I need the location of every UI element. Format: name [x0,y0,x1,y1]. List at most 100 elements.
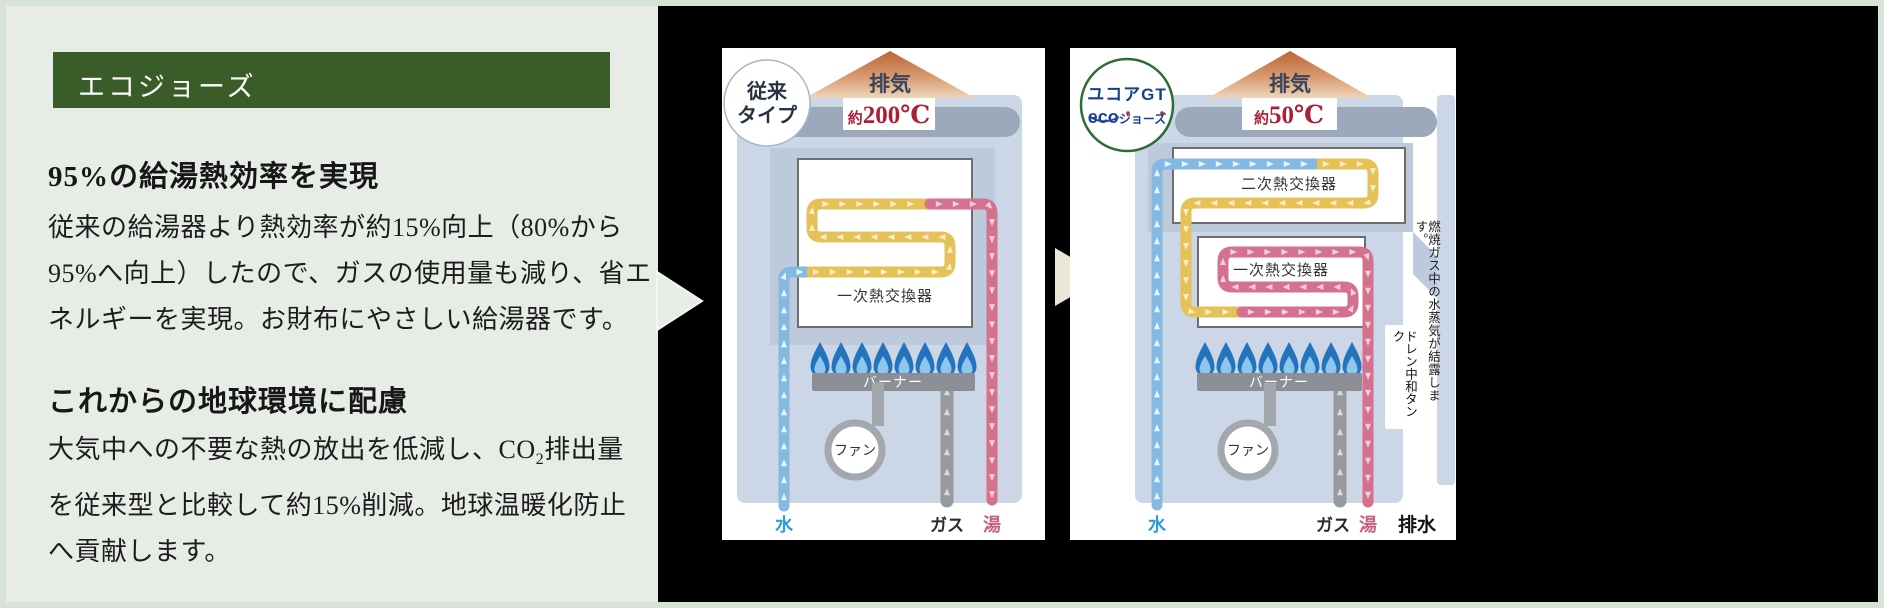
exhaust-arrow-icon [1208,51,1372,98]
flow-arrow-icon [1183,225,1189,233]
gas-inlet-label: ガス [930,516,964,535]
environment-line-1: 大気中への不要な熱の放出を低減し、CO2排出量 [48,427,626,483]
flow-arrow-icon [1315,249,1323,255]
flow-arrow-icon [1365,474,1371,482]
flow-arrow-icon [1316,284,1324,291]
flow-arrow-icon [1187,307,1196,314]
flow-arrow-icon [1230,249,1238,255]
flow-arrow-icon [989,423,995,431]
flow-arrow-icon [1365,338,1371,346]
flow-arrow-icon [1232,161,1240,167]
flow-arrow-icon [944,448,950,456]
flow-arrow-icon [1154,220,1160,228]
burner-bar [812,373,975,391]
water-inlet-label: 水 [1148,514,1167,535]
flow-arrow-icon [1365,440,1371,448]
flow-arrow-icon [989,270,995,278]
flow-arrow-icon [1356,161,1364,167]
flow-arrow-icon [781,374,788,382]
exhaust-temp: 約50℃ [1254,102,1324,129]
flow-arrow-icon [1154,186,1160,194]
exhaust-temp-box [843,98,935,130]
flow-arrow-icon [1154,424,1161,432]
primary-hx-box [797,158,973,328]
environment-heading: これからの地球環境に配慮 [48,386,409,418]
flow-arrow-icon [1247,249,1255,255]
flow-arrow-icon [1154,390,1161,398]
flow-arrow-icon [1337,388,1343,396]
flow-arrow-icon [944,468,950,476]
flow-arrow-icon [1183,276,1189,284]
flow-arrow-icon [1337,468,1343,476]
flow-arrow-icon [1281,249,1289,255]
flow-arrow-icon [1210,200,1218,206]
drain-tank-label: ドレン中和タンク [1390,330,1418,418]
flow-arrow-icon [1183,293,1189,301]
flow-arrow-icon [781,408,788,416]
exhaust-temp-approx: 約 [848,109,863,127]
secondary-hx-label: 二次熱交換器 [1241,175,1337,193]
flow-arrow-icon [944,408,950,416]
flow-arrow-icon [989,474,995,482]
flow-arrow-icon [1154,169,1160,177]
flow-arrow-icon [781,476,788,484]
diagram-eco-card: 排気 約50℃ 二次熱交換器 一次熱交換器 バーナー [1070,48,1456,540]
environment-line-1-post: 排出量 [544,435,624,464]
water-inlet-label: 水 [775,514,794,535]
flow-arrow-icon [829,269,837,275]
panel-to-diagram-arrow-icon [656,270,704,332]
flow-arrow-icon [1265,284,1273,290]
conventional-badge-line1: 従来 [746,79,788,103]
environment-line-3: へ貢献します。 [48,537,231,567]
flow-arrow-icon [1346,200,1354,207]
efficiency-line-1: 従来の給湯器より熱効率が約15%向上（80%から [48,213,623,242]
flow-arrow-icon [989,304,995,312]
flow-arrow-icon [989,389,995,397]
flow-arrow-icon [1154,271,1161,279]
flow-arrow-icon [1363,199,1371,205]
flow-arrow-icon [1154,305,1161,313]
flow-arrow-icon [944,388,950,396]
flow-arrow-icon [989,457,995,465]
flow-arrow-icon [969,201,977,207]
flow-arrow-icon [781,459,788,467]
panel-header-label: エコジョーズ [78,72,257,102]
burner-label: バーナー [1249,374,1309,390]
environment-line-2: を従来型と比較して約15%削減。地球温暖化防止 [48,491,627,521]
flow-arrow-icon [1337,448,1343,456]
flow-arrow-icon [1249,161,1257,167]
flow-arrow-icon [812,269,820,275]
flow-arrow-icon [856,201,864,207]
flow-arrow-icon [989,491,995,499]
flow-arrow-icon [1365,389,1371,397]
gas-inlet-label: ガス [1316,516,1350,535]
flow-arrow-icon [1332,249,1340,255]
flow-arrow-icon [781,391,788,399]
flow-arrow-icon [887,234,895,240]
eco-badge [1079,57,1175,153]
flow-arrow-icon [1264,309,1272,315]
exhaust-label: 排気 [1269,72,1311,96]
drain-outlet-label: 排水 [1398,513,1437,536]
flow-arrow-icon [1337,428,1343,436]
flow-arrow-icon [1154,441,1161,449]
flow-arrow-icon [1365,287,1371,295]
flow-arrow-icon [1365,406,1371,414]
flow-arrow-icon [1339,161,1347,167]
flow-arrow-icon [989,253,995,261]
flow-arrow-icon [1283,161,1291,167]
flow-arrow-icon [839,201,847,207]
flow-arrow-icon [1329,200,1337,207]
flow-arrow-icon [1154,339,1161,347]
diagram-conventional: 排気 約200℃ 一次熱交換器 バーナー ファン [722,48,1045,540]
flow-arrow-icon [1183,259,1189,267]
duct-connector [1413,232,1437,298]
eco-badge-eco-text: eco [1088,107,1119,127]
flow-arrow-icon [944,428,950,436]
flow-arrow-icon [1264,249,1272,255]
flow-arrow-icon [781,442,788,450]
flow-arrow-icon [1227,200,1235,206]
flow-arrow-icon [944,488,950,496]
flow-arrow-icon [1370,185,1376,193]
